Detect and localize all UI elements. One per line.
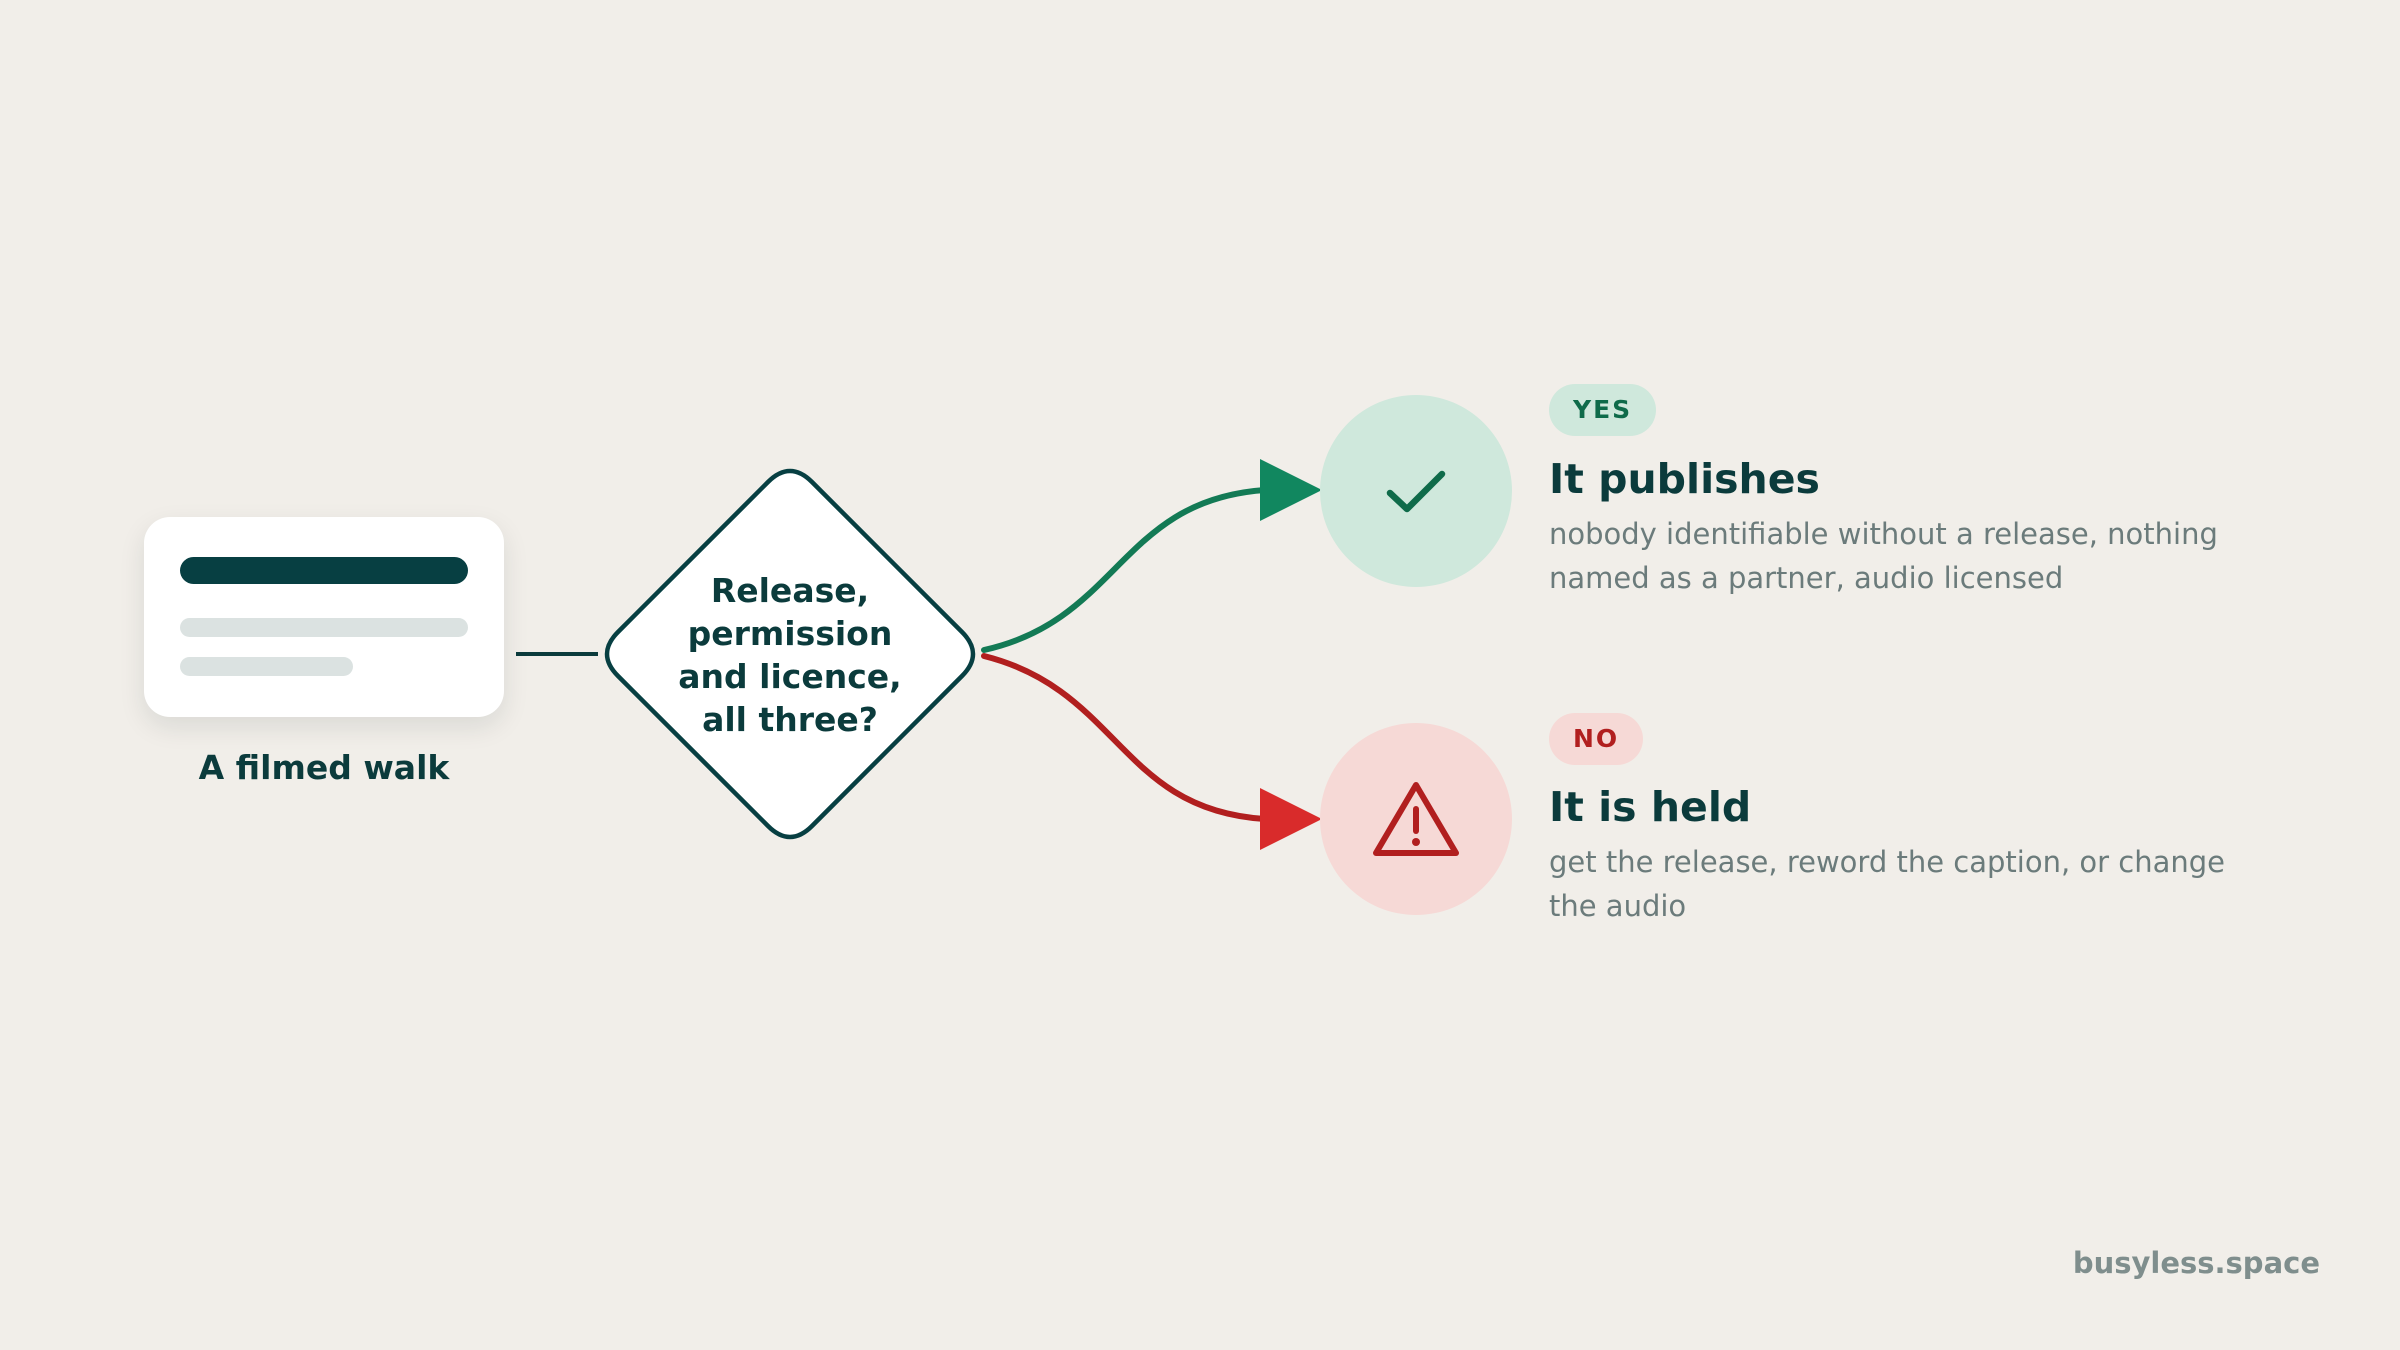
- decision-line: all three?: [702, 700, 878, 739]
- source-label: A filmed walk: [198, 748, 450, 787]
- yes-outcome-circle: [1320, 395, 1512, 587]
- card-title-line: [180, 557, 468, 584]
- decision-line: and licence,: [678, 657, 902, 696]
- card-text-line: [180, 618, 468, 637]
- card-text-line: [180, 657, 353, 676]
- no-branch-line: [981, 653, 1268, 822]
- yes-arrowhead: [1260, 459, 1322, 521]
- yes-outcome-title: It publishes: [1549, 455, 1820, 503]
- yes-badge: YES: [1549, 384, 1657, 436]
- warning-icon: [1373, 782, 1459, 856]
- yes-branch-line: [981, 487, 1268, 653]
- yes-outcome-description: nobody identifiable without a release, n…: [1549, 517, 2218, 595]
- decision-line: permission: [687, 614, 893, 653]
- no-outcome-circle: [1320, 723, 1512, 915]
- brand-footer: busyless.space: [2072, 1246, 2320, 1280]
- decision-question: Release, permission and licence, all thr…: [640, 565, 940, 745]
- decision-diamond: [604, 468, 976, 840]
- source-card: [144, 517, 504, 717]
- check-icon: [1386, 470, 1446, 513]
- no-arrowhead: [1260, 788, 1322, 850]
- no-badge: NO: [1549, 713, 1644, 765]
- no-outcome-description: get the release, reword the caption, or …: [1549, 845, 2225, 923]
- decision-line: Release,: [710, 571, 870, 610]
- no-outcome-title: It is held: [1549, 783, 1752, 831]
